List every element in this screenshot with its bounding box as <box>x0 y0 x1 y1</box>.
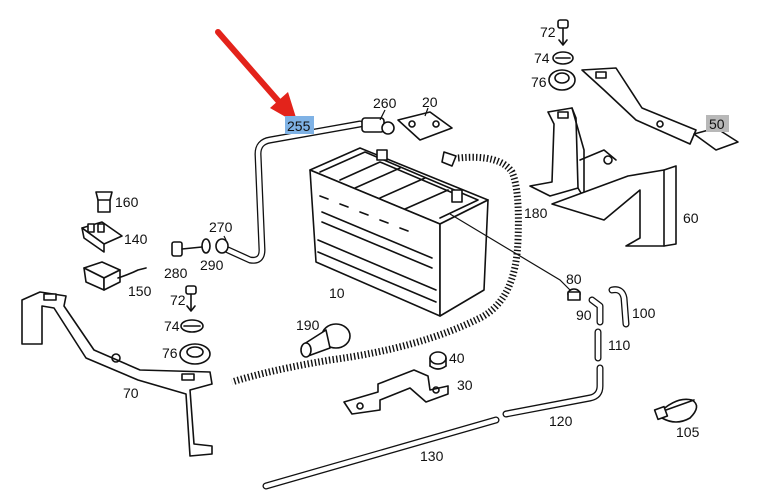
bracket-30[interactable] <box>343 369 449 415</box>
cable-tie-105[interactable] <box>653 398 698 423</box>
corrugated-hose-180[interactable] <box>230 151 522 386</box>
grommet-76-lower[interactable] <box>179 343 211 365</box>
bracket-60[interactable] <box>551 149 677 247</box>
label-90: 90 <box>576 307 592 323</box>
label-290: 290 <box>200 257 224 273</box>
label-76-lower: 76 <box>162 345 178 361</box>
label-190: 190 <box>296 317 320 333</box>
label-160: 160 <box>115 194 139 210</box>
highlight-50 <box>706 115 729 132</box>
strap-bracket[interactable] <box>581 67 697 145</box>
relay-150[interactable] <box>83 261 147 291</box>
label-130: 130 <box>420 448 444 464</box>
terminal-clamp-260[interactable] <box>361 109 395 135</box>
label-40: 40 <box>449 350 465 366</box>
label-50: 50 <box>709 116 725 132</box>
label-70: 70 <box>123 385 139 401</box>
connector-160[interactable] <box>95 191 113 213</box>
hose-100[interactable] <box>608 286 630 328</box>
label-180: 180 <box>524 205 548 221</box>
label-110: 110 <box>608 337 631 353</box>
bolt-72-top[interactable] <box>557 19 569 46</box>
nut-40[interactable] <box>429 351 447 370</box>
hose-120[interactable] <box>502 364 604 418</box>
label-72-lower: 72 <box>170 292 186 308</box>
label-74-lower: 74 <box>164 318 180 334</box>
label-10: 10 <box>329 285 345 301</box>
cable-lug-270[interactable] <box>215 235 229 254</box>
cable-255[interactable] <box>224 120 364 264</box>
terminal-cover-20[interactable] <box>397 107 453 141</box>
label-60: 60 <box>683 210 699 226</box>
bracket-180[interactable] <box>529 107 585 199</box>
bolt-280[interactable] <box>171 241 203 257</box>
label-255: 255 <box>287 118 311 134</box>
label-76-top: 76 <box>531 74 547 90</box>
label-72-top: 72 <box>540 24 556 40</box>
hose-130[interactable] <box>262 416 500 490</box>
label-105: 105 <box>676 424 700 440</box>
grommet-190[interactable] <box>300 323 351 358</box>
grommet-76-top[interactable] <box>548 69 576 91</box>
label-260: 260 <box>373 95 397 111</box>
label-30: 30 <box>457 377 473 393</box>
label-120: 120 <box>549 413 573 429</box>
elbow-90[interactable] <box>588 296 604 326</box>
label-270: 270 <box>209 219 233 235</box>
connector-80[interactable] <box>567 288 581 301</box>
label-280: 280 <box>164 265 188 281</box>
label-80: 80 <box>566 271 582 287</box>
label-140: 140 <box>124 231 148 247</box>
label-150: 150 <box>128 283 152 299</box>
label-74-top: 74 <box>534 50 550 66</box>
highlight-255 <box>285 116 314 134</box>
washer-74-top[interactable] <box>552 51 574 65</box>
washer-74-lower[interactable] <box>180 319 204 333</box>
red-arrow-icon <box>215 29 298 124</box>
label-20: 20 <box>422 94 438 110</box>
fuse-holder-140[interactable] <box>81 221 123 253</box>
battery-10[interactable] <box>309 147 489 317</box>
washer-290[interactable] <box>201 238 211 254</box>
bolt-72-lower[interactable] <box>185 285 197 312</box>
label-100: 100 <box>632 305 656 321</box>
bracket-70[interactable] <box>21 291 213 457</box>
